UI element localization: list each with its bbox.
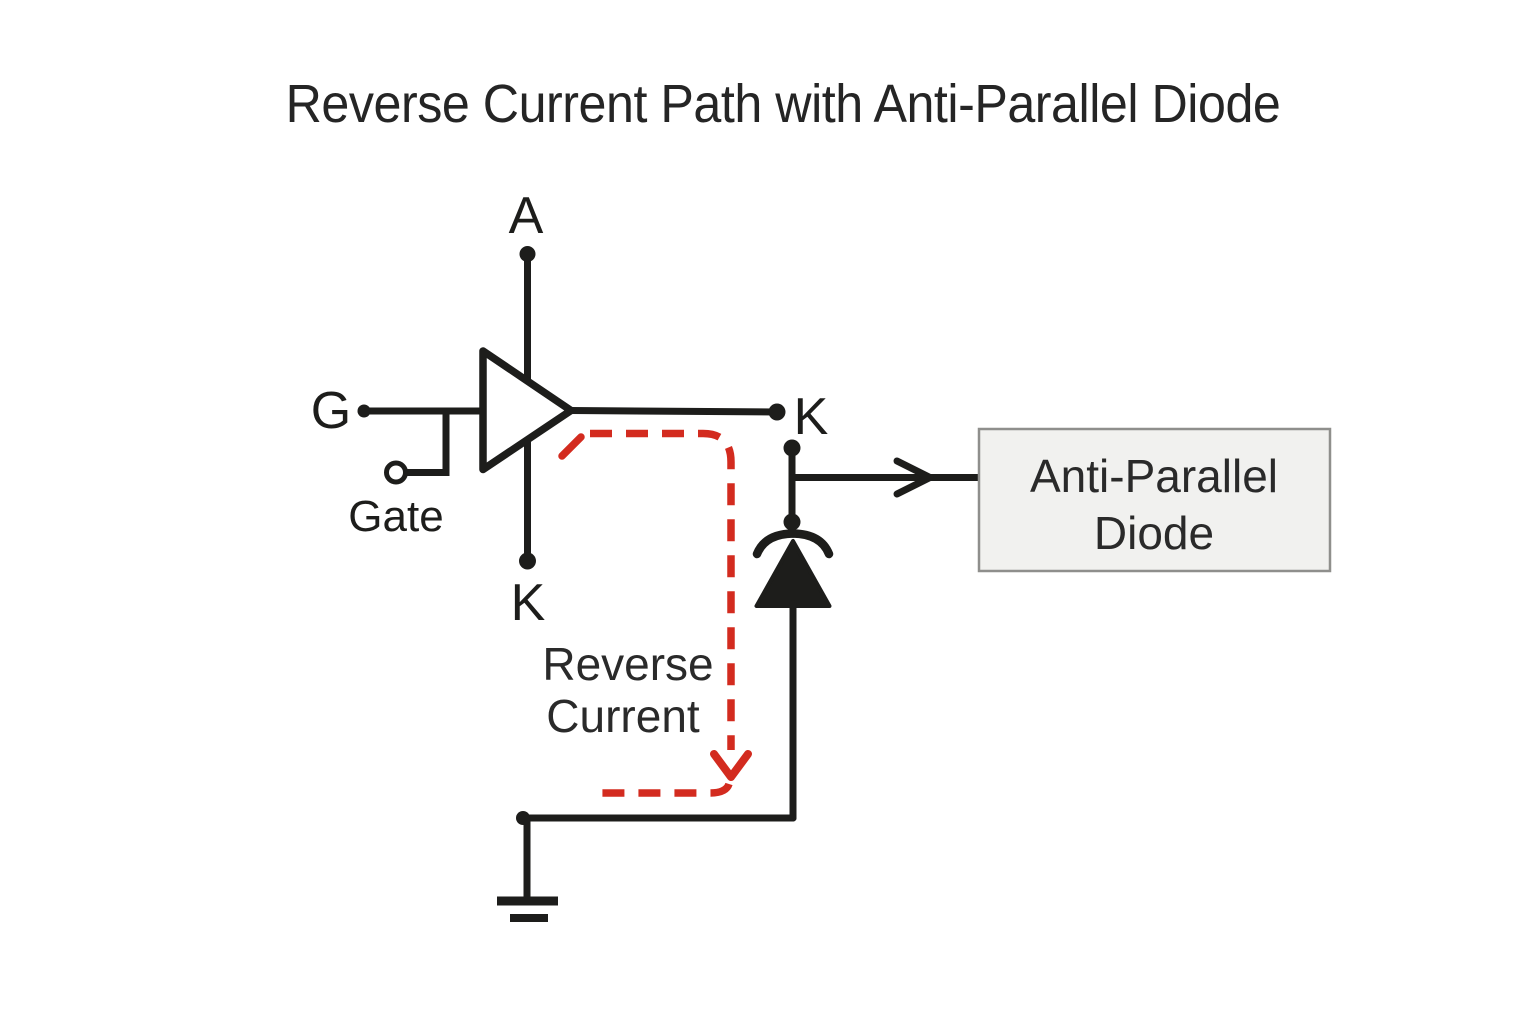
anti-parallel-diode-symbol — [752, 529, 834, 822]
stub-top-dot — [783, 439, 801, 457]
stub-bottom-dot — [783, 513, 801, 531]
thyristor-triangle — [479, 347, 575, 474]
reverse-path-start-dash — [558, 433, 585, 460]
cathode-output-wire — [567, 407, 781, 416]
reverse-path-bottom-curve — [595, 782, 733, 797]
output-branch — [788, 444, 983, 526]
gate-label: G — [311, 382, 351, 440]
gate-terminal-dot — [357, 404, 371, 418]
reverse-current-path — [558, 429, 752, 797]
anode-label: A — [509, 187, 544, 245]
reverse-current-label-line2: Current — [546, 690, 700, 742]
diode-box-label-line2: Diode — [1094, 507, 1214, 559]
cathode-label: K — [511, 574, 546, 632]
gate-branch-wire — [402, 407, 450, 476]
gate-caption: Gate — [348, 492, 443, 541]
diode-cathode-arc — [752, 529, 834, 559]
anode-terminal-dot — [519, 246, 536, 262]
ground-return — [497, 814, 797, 922]
gate-open-terminal — [384, 460, 408, 485]
thyristor-symbol — [360, 250, 781, 565]
reverse-path-arrowhead-down-icon — [710, 750, 752, 781]
return-node-dot — [516, 811, 530, 825]
reverse-path-top-and-down — [590, 429, 735, 750]
diode-box-rect — [977, 427, 1332, 573]
anti-parallel-diode-box: Anti-Parallel Diode — [977, 427, 1332, 573]
output-node-dot — [768, 403, 786, 421]
diode-triangle-up — [754, 539, 832, 608]
diode-box-label-line1: Anti-Parallel — [1030, 450, 1278, 502]
reverse-current-label-line1: Reverse — [542, 638, 713, 690]
diagram-title: Reverse Current Path with Anti-Parallel … — [286, 74, 1281, 134]
output-node-label: K — [794, 388, 829, 446]
arrowhead-right-icon — [893, 457, 934, 498]
cathode-terminal-dot — [519, 552, 536, 570]
